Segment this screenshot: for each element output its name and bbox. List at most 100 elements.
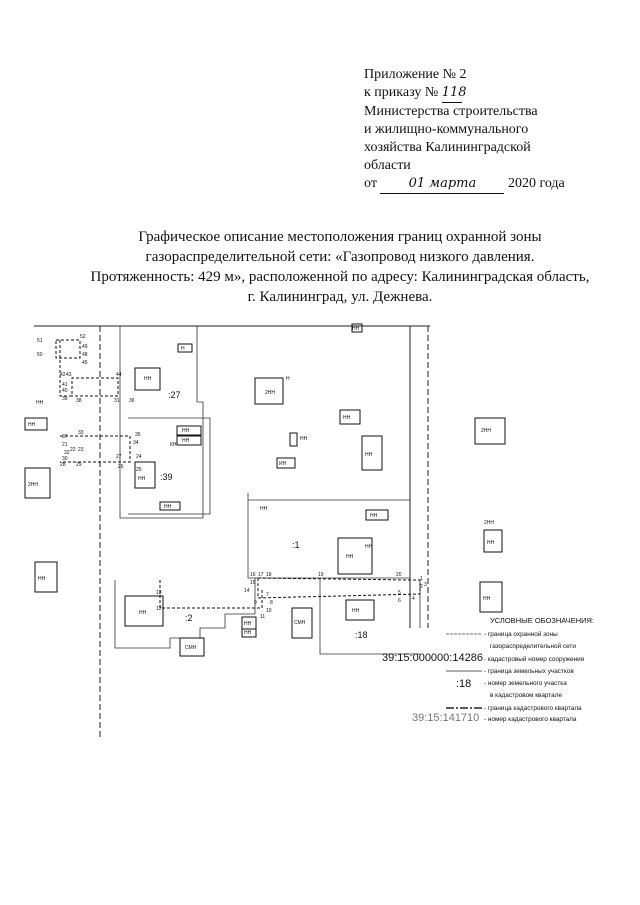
building-label: НН (182, 438, 190, 444)
building-label: НН (352, 608, 360, 614)
building-label: 2НН (265, 390, 275, 396)
point-label: 6 (398, 598, 401, 604)
point-label: 40 (62, 388, 68, 394)
point-label: 24 (136, 454, 142, 460)
building-label: НН (483, 596, 491, 602)
point-label: 38 (76, 398, 82, 404)
point-label: 16 (250, 572, 256, 578)
point-label: 28 (60, 462, 66, 468)
point-label: 8 (270, 600, 273, 606)
parcel-label: :39 (160, 472, 173, 482)
legend-text: - граница земельных участков (484, 668, 574, 675)
map-legend: УСЛОВНЫЕ ОБОЗНАЧЕНИЯ: - граница охранной… (382, 616, 594, 724)
building-label: НН (365, 452, 373, 458)
point-label: 49 (82, 344, 88, 350)
point-label: 14 (244, 588, 250, 594)
building-label: НН (260, 506, 268, 512)
point-labels: 51 50 52 48 49 42 43 44 45 41 40 39 38 3… (37, 334, 427, 620)
point-label: 45 (82, 360, 88, 366)
point-label: 34 (133, 440, 139, 446)
point-label: 3 (424, 582, 427, 588)
date-prefix: от (364, 176, 377, 191)
point-label: 35 (135, 432, 141, 438)
building-label: НН (28, 422, 36, 428)
date-handwritten: 01 марта (380, 175, 505, 194)
building-label: НН (144, 376, 152, 382)
point-label: 52 (80, 334, 86, 340)
point-label: 17 (258, 572, 264, 578)
point-label: 29 (76, 462, 82, 468)
ministry-line-4: области (364, 158, 411, 173)
building-label: 2НН (481, 428, 491, 434)
building-label: КН (170, 442, 177, 448)
point-label: 51 (37, 338, 43, 344)
legend-text: - номер земельного участка (484, 680, 567, 687)
parcel-boundaries (114, 326, 421, 655)
gas-pipeline-protection-zone (55, 339, 421, 609)
quarter-boundaries (34, 325, 430, 738)
building-label: НН (244, 630, 252, 636)
building-label: СМН (185, 645, 197, 651)
appendix-header: Приложение № 2 к приказу № 118 Министерс… (364, 66, 614, 194)
building-label: НН (343, 415, 351, 421)
legend-text: в кадастровом квартале (490, 692, 562, 699)
legend-text: - граница охранной зоны (484, 630, 558, 638)
building-label: НН (38, 576, 46, 582)
cadastral-map: :27 :39 :1 :2 :18 Н НН НН НН НН НН НН 2Н… (24, 323, 594, 738)
order-number-handwritten: 118 (441, 84, 467, 103)
point-label: 25 (136, 467, 142, 473)
building-label: НН (370, 513, 378, 519)
point-label: 33 (78, 430, 84, 436)
building-label: 2НН (28, 482, 38, 488)
point-label: 23 (78, 447, 84, 453)
ministry-line-3: хозяйства Калининградской (364, 140, 531, 155)
point-label: 48 (82, 352, 88, 358)
point-label: 20 (396, 572, 402, 578)
point-label: 11 (260, 614, 265, 620)
point-label: 32 (64, 450, 70, 456)
point-label: 27 (116, 454, 122, 460)
point-label: 43 (66, 372, 72, 378)
point-label: 7 (266, 592, 269, 598)
point-label: 9 (254, 600, 257, 606)
building-label: СМН (294, 620, 306, 626)
title-line-3: Протяженность: 429 м», расположенной по … (90, 269, 590, 285)
document-title: Графическое описание местоположения гран… (40, 227, 640, 307)
building-label: НН (36, 400, 44, 406)
parcel-number-sample: :18 (456, 678, 471, 690)
building-label: НН (487, 540, 495, 546)
cadastral-quarter-number: 39:15:141710 (412, 712, 479, 724)
parcel-label: :2 (185, 613, 193, 623)
point-label: 44 (116, 372, 122, 378)
point-label: 4 (412, 596, 415, 602)
point-label: 37 (62, 434, 68, 440)
building-label: Н (181, 346, 185, 352)
parcel-labels: :27 :39 :1 :2 :18 (160, 390, 368, 640)
point-label: 5 (398, 590, 401, 596)
point-label: 42 (60, 372, 66, 378)
point-label: 10 (266, 608, 272, 614)
title-line-4: г. Калининград, ул. Дежнева. (247, 289, 433, 305)
point-label: 36 (129, 398, 135, 404)
order-ref-prefix: к приказу № (364, 85, 439, 100)
building-label: НН (182, 428, 190, 434)
building-label: НН (138, 476, 146, 482)
building-label: НН (352, 326, 360, 332)
point-label: 18 (266, 572, 272, 578)
building-labels: Н НН НН НН НН НН НН 2НН 2НН НН НН 2НН НН… (28, 326, 495, 651)
point-label: 50 (37, 352, 43, 358)
building-label: ИН (279, 461, 287, 467)
legend-text: - кадастровый номер сооружения (484, 655, 585, 663)
point-label: 26 (118, 464, 124, 470)
point-label: 22 (70, 447, 76, 453)
building-label: НН (300, 436, 308, 442)
building-label: НН (139, 610, 147, 616)
building-label: НН (164, 504, 172, 510)
parcel-label: :1 (292, 540, 300, 550)
date-suffix: 2020 года (507, 176, 565, 191)
order-date: от 01 марта 2020 года (364, 175, 614, 194)
building-label: НН (365, 544, 373, 550)
legend-text: - номер кадастрового квартала (484, 716, 577, 723)
point-label: 12 (156, 606, 162, 612)
title-line-1: Графическое описание местоположения гран… (138, 229, 542, 245)
